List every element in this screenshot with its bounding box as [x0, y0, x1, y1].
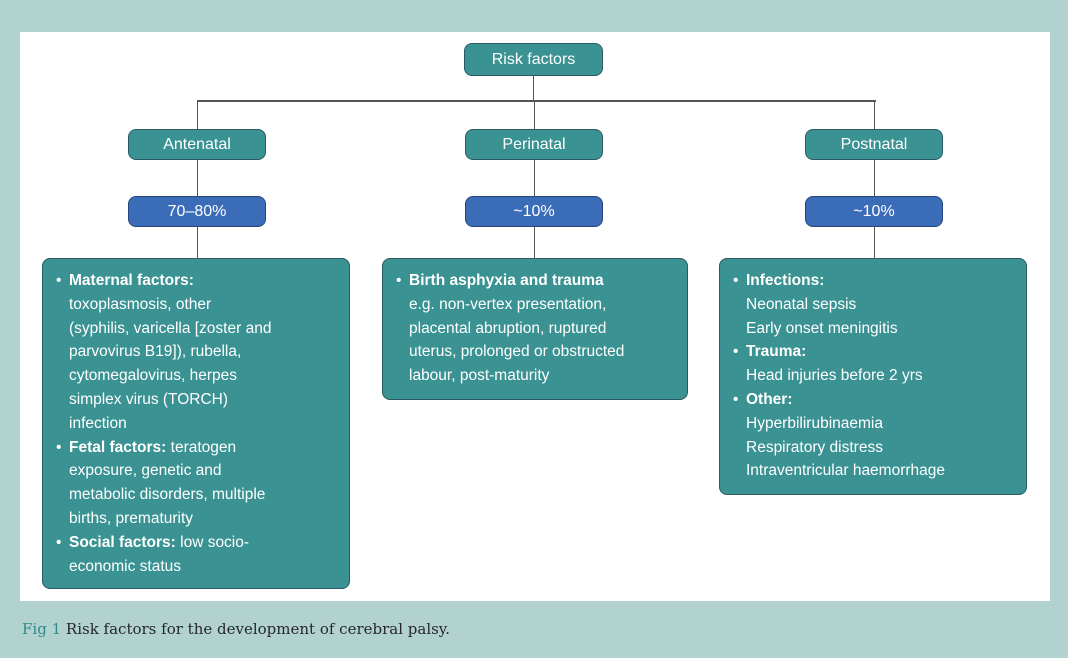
perinatal-node: Perinatal [465, 129, 603, 160]
item-text: Hyperbilirubinaemia Respiratory distress… [746, 414, 946, 480]
item-lead: Trauma: [746, 343, 807, 361]
perinatal-detail-list: Birth asphyxia and trauma e.g. non-verte… [396, 269, 679, 388]
list-item: Fetal factors: teratogen exposure, genet… [56, 436, 341, 531]
postnatal-label: Postnatal [840, 135, 908, 153]
antenatal-label: Antenatal [163, 135, 231, 153]
item-text: Neonatal sepsis Early onset meningitis [746, 295, 898, 337]
list-item: Social factors: low socio- economic stat… [56, 531, 341, 579]
connector-perinatal-detail [533, 227, 535, 258]
connector-postnatal-detail [873, 227, 875, 258]
list-item: Infections: Neonatal sepsis Early onset … [733, 269, 1018, 340]
item-lead: Fetal factors: [69, 438, 167, 456]
item-lead: Birth asphyxia and trauma [409, 272, 604, 289]
postnatal-percent-node: ~10% [805, 196, 943, 227]
figure-caption: Fig 1 Risk factors for the development o… [22, 620, 922, 638]
risk-factors-label: Risk factors [491, 50, 576, 68]
connector-perinatal-stub [533, 100, 535, 129]
risk-factors-node: Risk factors [464, 43, 603, 76]
antenatal-detail-list: Maternal factors: toxoplasmosis, other (… [56, 269, 341, 578]
antenatal-percent-label: 70–80% [167, 202, 227, 220]
connector-root-stub [532, 76, 534, 100]
item-lead: Maternal factors: [69, 272, 194, 289]
item-lead: Social factors: [69, 533, 176, 551]
item-lead: Infections: [746, 272, 825, 289]
postnatal-node: Postnatal [805, 129, 943, 160]
item-text: e.g. non-vertex presentation, placental … [409, 295, 625, 385]
connector-antenatal-stub [196, 100, 198, 129]
postnatal-detail-list: Infections: Neonatal sepsis Early onset … [733, 269, 1018, 483]
antenatal-percent-node: 70–80% [128, 196, 266, 227]
item-text: Head injuries before 2 yrs [746, 367, 923, 385]
connector-antenatal-detail [196, 227, 198, 258]
figure-number: Fig 1 [22, 620, 62, 638]
perinatal-percent-node: ~10% [465, 196, 603, 227]
connector-postnatal-percent [873, 160, 875, 196]
connector-postnatal-stub [873, 100, 875, 129]
item-text: teratogen exposure, genetic and metaboli… [69, 438, 266, 527]
postnatal-detail-box: Infections: Neonatal sepsis Early onset … [719, 258, 1027, 495]
postnatal-percent-label: ~10% [853, 202, 895, 220]
list-item: Trauma: Head injuries before 2 yrs [733, 340, 1018, 388]
list-item: Maternal factors: toxoplasmosis, other (… [56, 269, 341, 436]
list-item: Birth asphyxia and trauma e.g. non-verte… [396, 269, 679, 388]
item-text: toxoplasmosis, other (syphilis, varicell… [69, 295, 272, 432]
figure-caption-text: Risk factors for the development of cere… [65, 620, 451, 638]
connector-antenatal-percent [196, 160, 198, 196]
perinatal-percent-label: ~10% [513, 202, 555, 220]
connector-horizontal [196, 100, 876, 102]
antenatal-detail-box: Maternal factors: toxoplasmosis, other (… [42, 258, 350, 590]
item-text: low socio- economic status [69, 533, 250, 575]
perinatal-label: Perinatal [502, 135, 566, 153]
list-item: Other: Hyperbilirubinaemia Respiratory d… [733, 388, 1018, 483]
antenatal-node: Antenatal [128, 129, 266, 160]
item-lead: Other: [746, 390, 793, 408]
figure-panel: Risk factors Antenatal Perinatal Postnat… [20, 32, 1050, 601]
perinatal-detail-box: Birth asphyxia and trauma e.g. non-verte… [382, 258, 688, 400]
connector-perinatal-percent [533, 160, 535, 196]
